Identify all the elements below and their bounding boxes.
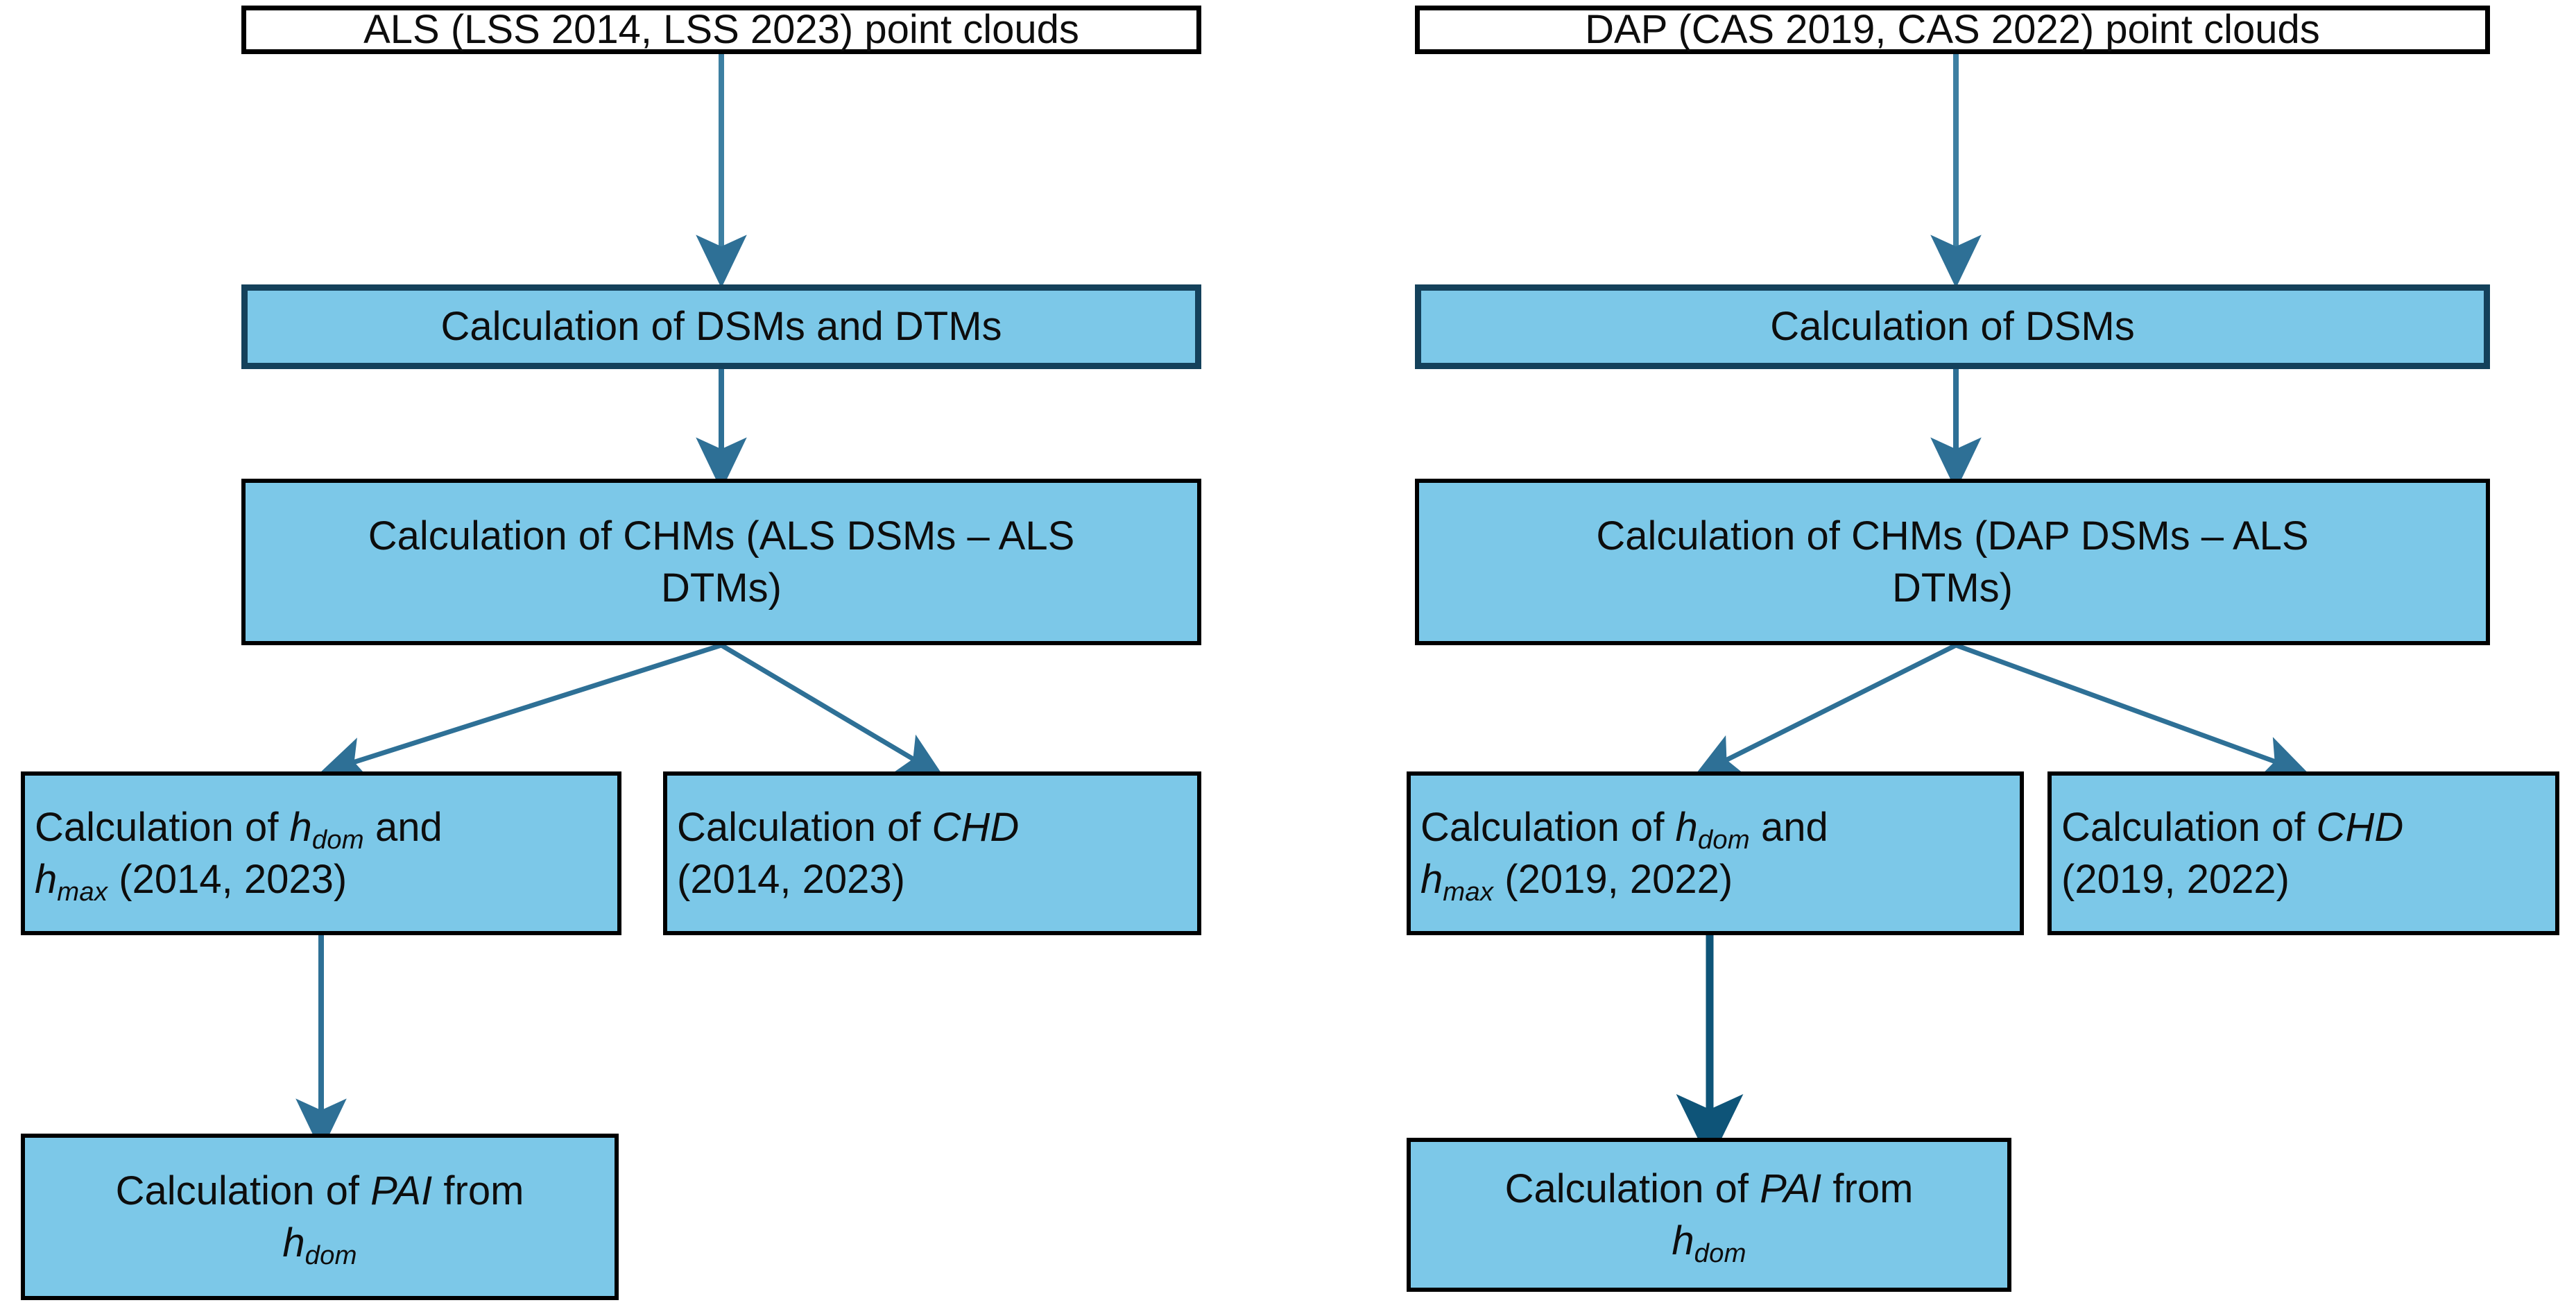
node-dap-hdom-middle: and (1749, 804, 1828, 850)
node-als-chd: Calculation of CHD (2014, 2023) (663, 771, 1201, 935)
node-als-chm-line1: Calculation of CHMs (ALS DSMs – ALS (368, 513, 1075, 558)
node-als-chm-line2: DTMs) (661, 565, 782, 611)
node-dap-hdom-prefix: Calculation of (1420, 804, 1676, 850)
node-als-pai-var1: PAI (370, 1168, 433, 1213)
node-dap-pai: Calculation of PAI from hdom (1407, 1138, 2011, 1292)
node-dap-chd-suffix: (2019, 2022) (2061, 857, 2290, 902)
node-als-hdom-middle: and (363, 804, 443, 850)
node-dap-chm-line2: DTMs) (1892, 565, 2013, 611)
node-dap-chm-line1: Calculation of CHMs (DAP DSMs – ALS (1596, 513, 2309, 558)
node-als-chd-label: Calculation of CHD (2014, 2023) (677, 801, 1187, 906)
node-dap-chm-label: Calculation of CHMs (DAP DSMs – ALS DTMs… (1429, 510, 2476, 615)
node-dap-pai-var2: hdom (1672, 1218, 1746, 1269)
node-dap-chd: Calculation of CHD (2019, 2022) (2047, 771, 2559, 935)
node-als-hdom-var1: hdom (289, 804, 364, 855)
node-dap-chd-var1: CHD (2316, 804, 2404, 850)
node-als-hdom-prefix: Calculation of (35, 804, 290, 850)
node-als-hdom-var2: hmax (35, 857, 108, 907)
node-als-source: ALS (LSS 2014, LSS 2023) point clouds (241, 6, 1201, 54)
edge-dap-chm-to-hdom (1694, 642, 1957, 776)
node-dap-hdom-var1: hdom (1675, 804, 1750, 855)
edge-als-chm-to-hdom (319, 642, 723, 780)
node-dap-source-label: DAP (CAS 2019, CAS 2022) point clouds (1585, 7, 2320, 53)
node-dap-chd-label: Calculation of CHD (2019, 2022) (2061, 801, 2545, 906)
node-als-chd-prefix: Calculation of (677, 804, 932, 850)
node-als-chd-suffix: (2014, 2023) (677, 857, 905, 902)
node-dap-hdom-label: Calculation of hdom and hmax (2019, 2022… (1420, 801, 2010, 907)
node-als-hdom-label: Calculation of hdom and hmax (2014, 2023… (35, 801, 608, 907)
node-dap-hdom-var2: hmax (1420, 857, 1494, 907)
node-als-source-label: ALS (LSS 2014, LSS 2023) point clouds (363, 7, 1079, 53)
node-als-pai-prefix: Calculation of (115, 1168, 371, 1213)
node-dap-pai-label: Calculation of PAI from hdom (1420, 1163, 1998, 1269)
node-als-chd-var1: CHD (931, 804, 1020, 850)
node-dap-hdom: Calculation of hdom and hmax (2019, 2022… (1407, 771, 2024, 935)
node-dap-source: DAP (CAS 2019, CAS 2022) point clouds (1415, 6, 2490, 54)
node-als-pai: Calculation of PAI from hdom (21, 1134, 619, 1300)
edge-als-chm-to-chd (720, 642, 945, 778)
node-als-chm-label: Calculation of CHMs (ALS DSMs – ALS DTMs… (255, 510, 1187, 615)
node-als-dsm-dtm: Calculation of DSMs and DTMs (241, 284, 1201, 369)
node-dap-chm: Calculation of CHMs (DAP DSMs – ALS DTMs… (1415, 479, 2490, 645)
node-dap-dsm: Calculation of DSMs (1415, 284, 2490, 369)
node-dap-chd-prefix: Calculation of (2061, 804, 2317, 850)
node-als-pai-label: Calculation of PAI from hdom (35, 1165, 605, 1271)
node-dap-pai-prefix: Calculation of (1504, 1166, 1760, 1211)
node-als-pai-var2: hdom (282, 1220, 357, 1271)
node-dap-pai-middle: from (1821, 1166, 1914, 1211)
node-dap-pai-var1: PAI (1760, 1166, 1822, 1211)
node-als-chm: Calculation of CHMs (ALS DSMs – ALS DTMs… (241, 479, 1201, 645)
node-als-pai-middle: from (432, 1168, 524, 1213)
node-dap-hdom-suffix: (2019, 2022) (1493, 857, 1733, 902)
node-als-dsm-dtm-label: Calculation of DSMs and DTMs (440, 304, 1002, 350)
node-als-hdom-suffix: (2014, 2023) (108, 857, 347, 902)
edge-dap-chm-to-chd (1955, 642, 2309, 779)
node-als-hdom: Calculation of hdom and hmax (2014, 2023… (21, 771, 621, 935)
node-dap-dsm-label: Calculation of DSMs (1770, 304, 2135, 350)
